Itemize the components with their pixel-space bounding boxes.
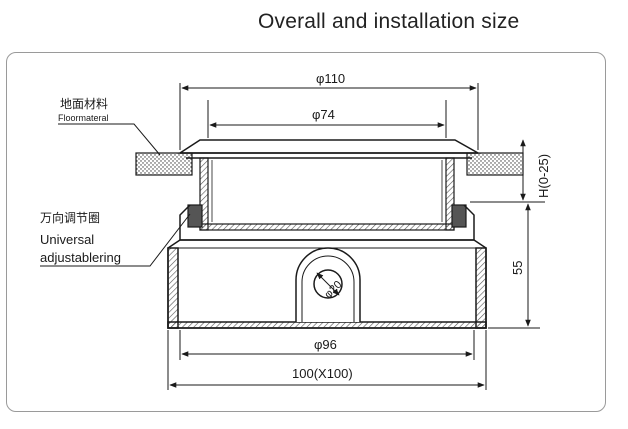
ring-label-cn: 万向调节圈 [40, 210, 100, 225]
floor-material-label-cn: 地面材料 [60, 97, 108, 111]
floor-material-left [135, 152, 193, 176]
dim-phi110-line [179, 83, 479, 150]
floor-material-leader [58, 123, 161, 156]
dim-height-body: 55 [510, 261, 525, 275]
cable-hole [295, 247, 361, 322]
dim-phi96: φ96 [314, 337, 337, 352]
adjustable-ring-left [179, 204, 203, 240]
diagram-frame [6, 52, 606, 412]
dim-width: 100(X100) [292, 366, 353, 381]
dim-width-line [167, 330, 487, 390]
dim-height-adjust-line [470, 139, 545, 203]
dim-height-adjust: H(0-25) [536, 154, 551, 198]
dim-phi110: φ110 [316, 71, 345, 86]
ring-label-en-2: adjustablering [40, 250, 121, 265]
inner-cup [199, 157, 455, 231]
dim-phi96-line [179, 330, 475, 360]
adjustable-ring-right [451, 204, 475, 240]
floor-material-label-en: Floormateral [58, 113, 109, 123]
dim-phi74-line [207, 100, 447, 138]
ring-leader [40, 213, 191, 267]
floor-material-right [466, 152, 524, 176]
dim-phi74: φ74 [312, 107, 335, 122]
diagram-title: Overall and installation size [258, 10, 520, 33]
ring-label-en-1: Universal [40, 232, 94, 247]
top-flange [177, 139, 481, 159]
dim-height-body-line [488, 203, 540, 329]
